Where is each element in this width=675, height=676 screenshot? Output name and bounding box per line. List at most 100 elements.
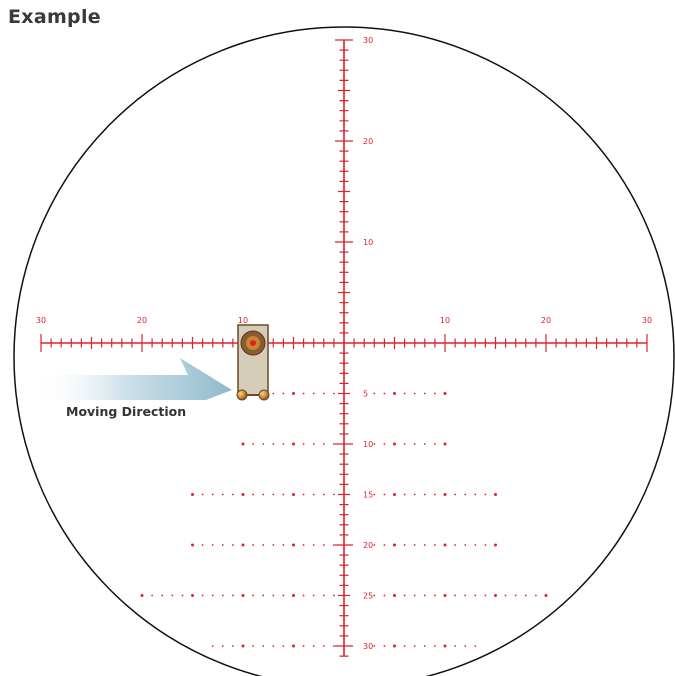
holdover-dot [434,392,436,395]
holdover-dot [434,594,436,597]
holdover-dot [484,544,487,546]
holdover-dot [201,594,204,597]
holdover-dot [171,594,174,597]
holdover-dot [191,543,194,547]
holdover-dot [333,594,335,597]
holdover-dot [140,594,144,597]
holdover-dot [181,594,184,597]
holdover-dot [464,493,467,496]
holdover-dot [373,493,376,496]
holdover-dot [322,594,325,597]
holdover-dot [403,443,406,445]
holdover-dot [504,594,507,597]
holdover-dot [232,645,234,647]
holdover-dot [514,594,517,597]
holdover-dot [312,594,315,597]
holdover-dot [282,544,285,546]
holdover-dot [423,493,426,496]
holdover-dot [282,392,285,395]
horizontal-scale-label: 20 [541,316,551,325]
holdover-dot [232,493,234,496]
holdover-dot [434,493,436,496]
holdover-dot [443,392,447,395]
holdover-dot [312,493,315,496]
holdover-dot [403,544,406,546]
holdover-dot [322,392,325,395]
holdover-dot [393,594,396,597]
holdover-dot [262,544,265,546]
holdover-dot [454,493,456,496]
holdover-dot [413,544,416,546]
holdover-dot [292,644,295,648]
holdover-dot [272,645,275,647]
holdover-dot [302,392,305,395]
holdover-dot [302,493,305,496]
holdover-dot [221,544,224,546]
holdover-dot [423,392,426,395]
holdover-dot [292,493,295,496]
holdover-dot [494,493,497,496]
holdover-dot [403,594,406,597]
holdover-dot [302,594,305,597]
holdover-dot [454,645,456,647]
horizontal-scale-label: 10 [440,316,450,325]
holdover-dot [474,544,477,546]
holdover-dot [413,594,416,597]
vertical-scale-label: 30 [363,36,373,45]
holdover-dot [423,443,426,445]
holdover-dot [322,544,325,546]
holdover-dot [292,594,295,597]
holdover-dot [494,543,497,547]
holdover-dot [211,544,214,546]
vertical-scale-label: 10 [363,238,373,247]
holdover-dot [373,544,376,546]
holdover-dot [413,493,416,496]
holdover-dot [423,544,426,546]
holdover-dot [252,493,255,496]
holdover-dot [272,493,275,496]
holdover-dot [232,544,234,546]
holdover-dot [322,443,325,445]
holdover-dot [292,543,295,547]
target-figure [236,324,270,401]
dot-row-label: 25 [363,592,373,601]
holdover-dot [383,443,386,445]
holdover-dot [413,443,416,445]
holdover-dot [272,392,275,395]
holdover-dot [423,645,426,647]
holdover-dot [393,543,396,547]
holdover-dot [373,392,376,395]
holdover-dot [423,594,426,597]
horizontal-scale-label: 30 [36,316,46,325]
holdover-dot [464,544,467,546]
holdover-dot [524,594,527,597]
holdover-dot [312,443,315,445]
holdover-dot [443,493,447,496]
horizontal-scale-label: 20 [137,316,147,325]
holdover-dot [333,392,335,395]
holdover-dot [201,544,204,546]
holdover-dot [151,594,154,597]
holdover-dot [282,443,285,445]
holdover-dot [282,645,285,647]
holdover-dot [474,645,477,647]
holdover-dot [322,645,325,647]
holdover-dot [312,544,315,546]
holdover-dot [241,594,245,597]
holdover-dot [474,493,477,496]
holdover-dot [282,493,285,496]
dot-row-label: 15 [363,491,373,500]
holdover-dot [312,392,315,395]
holdover-dot [383,493,386,496]
target-bullseye [250,340,256,346]
holdover-dot [322,493,325,496]
holdover-dot [272,443,275,445]
holdover-dot [272,544,275,546]
target-foot-right [258,389,270,401]
holdover-dot [383,544,386,546]
holdover-dot [211,594,214,597]
dot-row-label: 30 [363,642,373,651]
holdover-dot [393,392,396,395]
holdover-dot [373,443,376,445]
